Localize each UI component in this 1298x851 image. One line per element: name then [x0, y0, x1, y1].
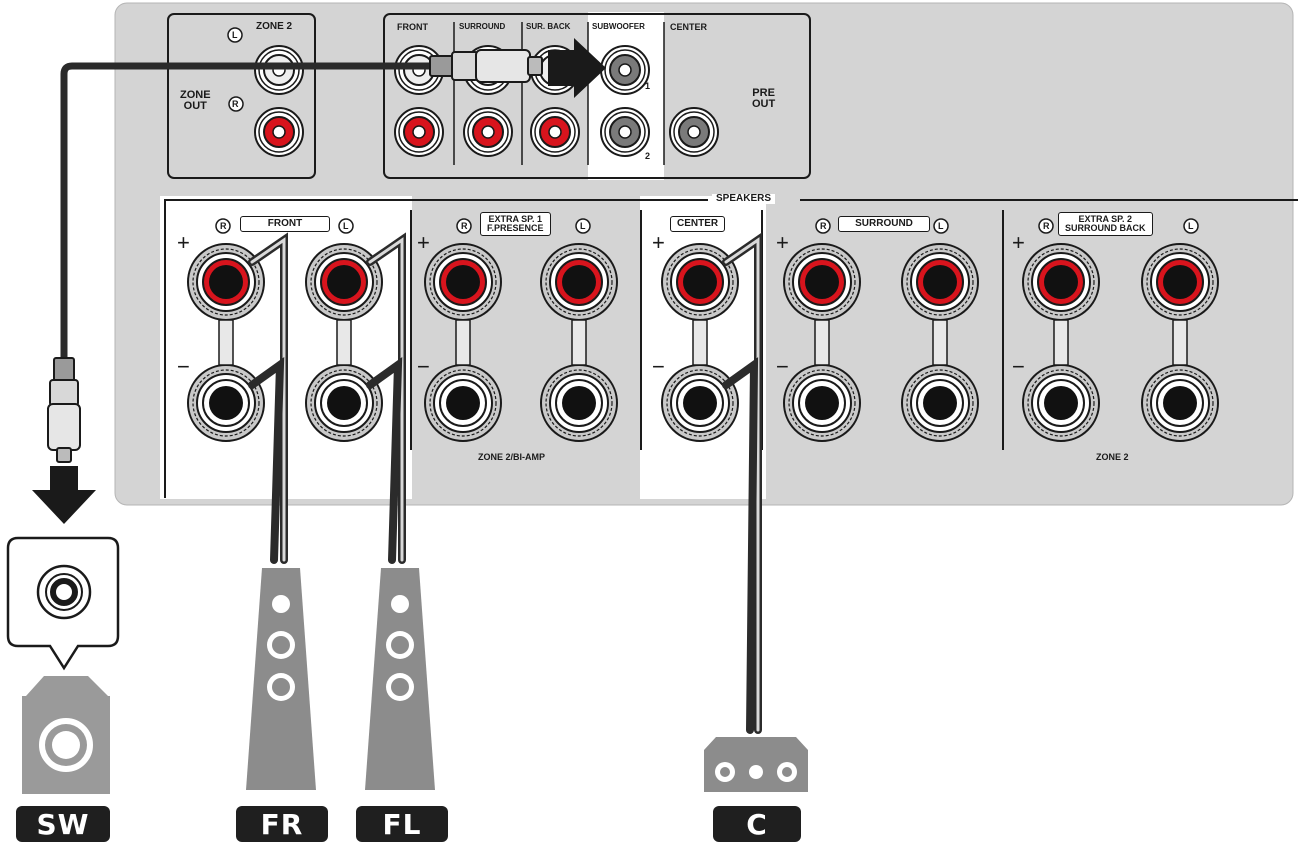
- subwoofer-1-number: 1: [645, 81, 651, 91]
- front-right-plus-terminal: [187, 243, 265, 321]
- plus-sign: +: [417, 230, 430, 255]
- front-left-minus-terminal: [305, 364, 383, 442]
- minus-sign: −: [177, 354, 190, 379]
- extra-sp1-r-mark: R: [461, 221, 468, 231]
- minus-sign: −: [776, 354, 789, 379]
- surround-r-mark: R: [820, 221, 827, 231]
- center-minus-terminal: [661, 364, 739, 442]
- front-left-tag: FL: [356, 806, 448, 842]
- extra1-right-plus-terminal: [424, 243, 502, 321]
- subwoofer-cable: [32, 38, 606, 524]
- pre-out-surround-header: SURROUND: [459, 22, 506, 31]
- front-right-minus-terminal: [187, 364, 265, 442]
- zone2-biamp-label: ZONE 2/BI-AMP: [478, 452, 546, 462]
- extra-sp2-r-mark: R: [1043, 221, 1050, 231]
- pre-out-subwoofer-1-jack: [600, 45, 650, 95]
- pre-out-subwoofer-header: SUBWOOFER: [592, 22, 645, 31]
- front-right-tag: FR: [236, 806, 328, 842]
- plus-sign: +: [1012, 230, 1025, 255]
- subwoofer-icon: [6, 536, 120, 794]
- front-group-label: FRONT: [240, 216, 330, 232]
- minus-sign: −: [417, 354, 430, 379]
- center-tag: C: [713, 806, 801, 842]
- extra-sp1-l-mark: L: [580, 221, 586, 231]
- zone2-header: ZONE 2: [256, 21, 293, 32]
- pre-out-label: PRE OUT: [752, 87, 776, 110]
- front-r-mark: R: [220, 221, 227, 231]
- center-group-label: CENTER: [670, 216, 726, 232]
- pre-out-front-right-jack: [394, 107, 444, 157]
- subwoofer-tag: SW: [16, 806, 110, 842]
- extra2-left-minus-terminal: [1141, 364, 1219, 442]
- pre-out-surround-back-right-jack: [530, 107, 580, 157]
- extra1-left-minus-terminal: [540, 364, 618, 442]
- surround-l-mark: L: [938, 221, 944, 231]
- minus-sign: −: [652, 354, 665, 379]
- extra-sp2-l-mark: L: [1188, 221, 1194, 231]
- speakers-title: SPEAKERS: [712, 194, 776, 204]
- zone-out-label: ZONE OUT: [180, 89, 211, 112]
- extra-sp2-group-label: EXTRA SP. 2 SURROUND BACK: [1058, 212, 1153, 236]
- pre-out-surback-header: SUR. BACK: [526, 22, 571, 31]
- extra1-right-minus-terminal: [424, 364, 502, 442]
- minus-sign: −: [1012, 354, 1025, 379]
- surround-right-minus-terminal: [783, 364, 861, 442]
- surround-group-label: SURROUND: [838, 216, 930, 232]
- plus-sign: +: [652, 230, 665, 255]
- surround-left-minus-terminal: [901, 364, 979, 442]
- extra1-left-plus-terminal: [540, 243, 618, 321]
- pre-out-center-header: CENTER: [670, 22, 708, 32]
- pre-out-subwoofer-2-jack: [600, 107, 650, 157]
- tower-speaker-icon: [365, 568, 435, 790]
- pre-out-dividers: [453, 22, 665, 165]
- subwoofer-2-number: 2: [645, 151, 651, 161]
- extra-sp1-group-label: EXTRA SP. 1 F.PRESENCE: [480, 212, 551, 236]
- pre-out-center-jack: [669, 107, 719, 157]
- zone2-right-mark: R: [232, 99, 239, 109]
- channel-marks: [215, 27, 1199, 234]
- front-l-mark: L: [343, 221, 349, 231]
- plus-sign: +: [776, 230, 789, 255]
- zone2-footer-label: ZONE 2: [1096, 452, 1129, 462]
- center-speaker-icon: [704, 737, 808, 792]
- front-left-plus-terminal: [305, 243, 383, 321]
- extra2-left-plus-terminal: [1141, 243, 1219, 321]
- extra2-right-minus-terminal: [1022, 364, 1100, 442]
- zone2-left-mark: L: [232, 30, 238, 40]
- extra2-right-plus-terminal: [1022, 243, 1100, 321]
- pre-out-surround-right-jack: [463, 107, 513, 157]
- tower-speaker-icon: [246, 568, 316, 790]
- pre-out-front-header: FRONT: [397, 22, 428, 32]
- center-plus-terminal: [661, 243, 739, 321]
- zone2-out-left-jack: [254, 45, 304, 95]
- surround-left-plus-terminal: [901, 243, 979, 321]
- surround-right-plus-terminal: [783, 243, 861, 321]
- terminal-links: [218, 319, 1188, 366]
- pre-out-box: [383, 13, 811, 179]
- zone2-out-box: [167, 13, 316, 179]
- speaker-cables: [248, 232, 762, 734]
- speakers-bracket: [164, 199, 1298, 498]
- plus-sign: +: [177, 230, 190, 255]
- zone2-out-right-jack: [254, 107, 304, 157]
